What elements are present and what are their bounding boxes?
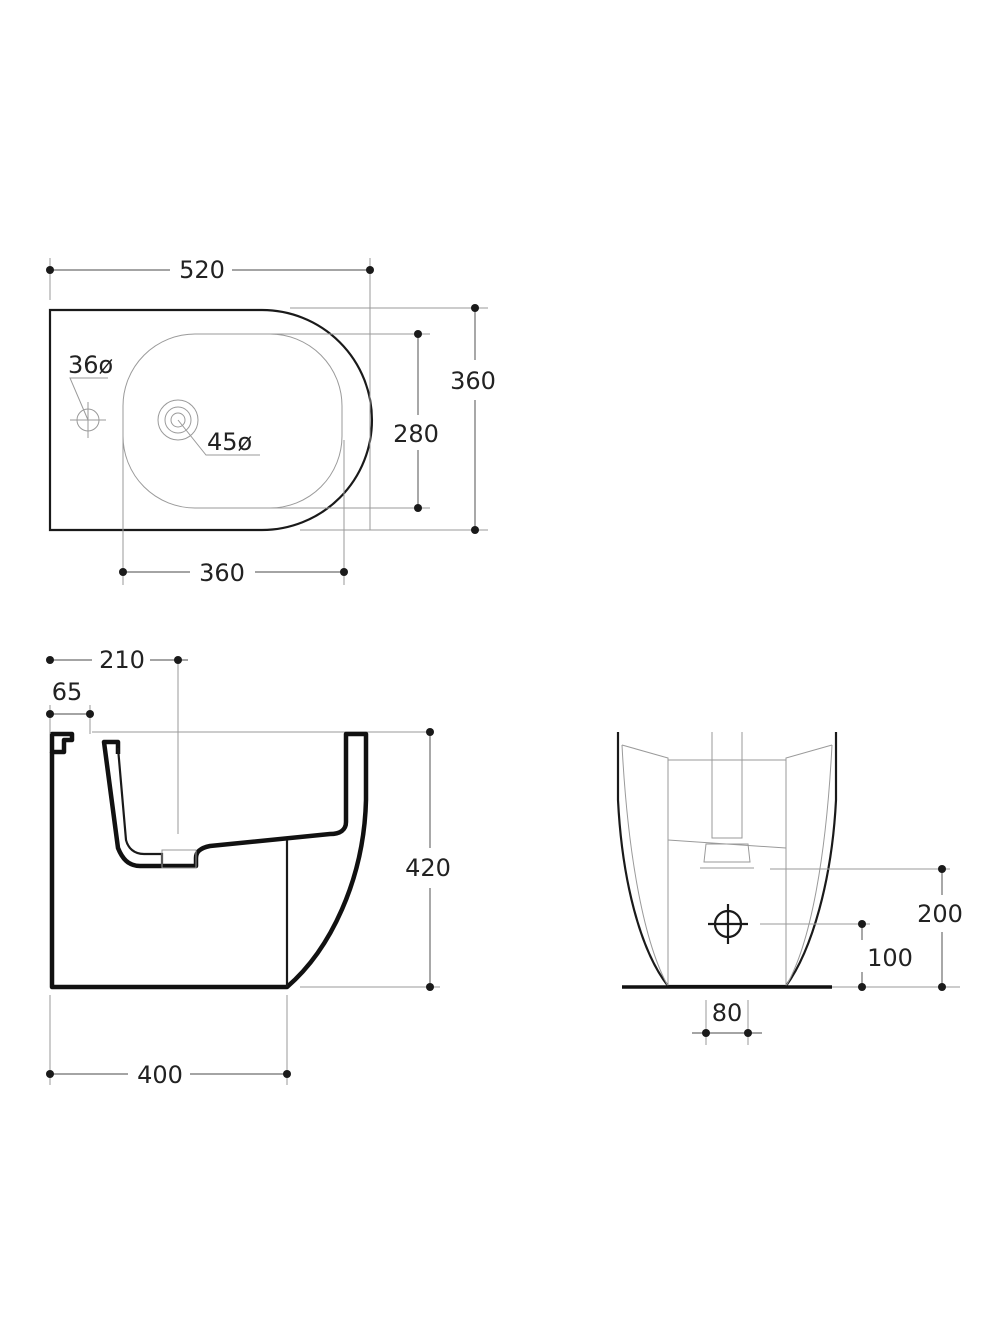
- side-view-inner-wall: [116, 747, 164, 866]
- dimension-height: [300, 728, 440, 991]
- rear-view-waste-outlet: [703, 843, 751, 863]
- rear-view: 200 100 80: [616, 732, 963, 1045]
- dimension-overall-width: [46, 258, 374, 530]
- dimension-label-420: 420: [405, 854, 451, 882]
- drain-hole-icon: [157, 399, 199, 441]
- dimension-bowl-depth: [270, 330, 430, 512]
- top-view-body-outline: [48, 308, 374, 532]
- drain-hole-leader: [177, 419, 260, 456]
- dimension-bowl-width: [119, 430, 348, 585]
- dimension-label-210: 210: [99, 646, 145, 674]
- dimension-label-80: 80: [712, 999, 743, 1027]
- dimension-label-280: 280: [393, 420, 439, 448]
- side-view-rim-block: [49, 731, 75, 755]
- dimension-overall-depth: [290, 304, 488, 534]
- dimension-label-400: 400: [137, 1061, 183, 1089]
- dimension-label-360-width: 360: [199, 559, 245, 587]
- dimension-supply-offset: [692, 1000, 762, 1045]
- rear-view-inner-right: [785, 744, 833, 986]
- rear-view-inner-left-curve: [621, 744, 669, 987]
- dimension-tap-offset: [46, 705, 94, 734]
- tap-hole-label: 36ø: [68, 351, 113, 379]
- dimension-base-length: [46, 995, 291, 1085]
- supply-connection-icon: [708, 904, 748, 944]
- dimension-waste-height: [770, 865, 960, 991]
- top-view-bowl-outline: [122, 333, 343, 509]
- side-view-body: [49, 731, 369, 990]
- dimension-label-65: 65: [52, 678, 83, 706]
- dimension-label-100: 100: [867, 944, 913, 972]
- rear-view-inner-left: [621, 744, 669, 986]
- drain-hole-label: 45ø: [207, 428, 252, 456]
- rear-view-channel: [711, 732, 743, 839]
- dimension-label-200: 200: [917, 900, 963, 928]
- dimension-label-520: 520: [179, 256, 225, 284]
- dimension-supply-height: [760, 920, 870, 991]
- tap-hole-leader: [69, 377, 108, 421]
- side-view: 210 65 420 400: [46, 646, 451, 1089]
- rear-view-outline: [616, 732, 838, 988]
- dimension-drain-offset: [46, 656, 188, 664]
- side-view-drain: [161, 849, 197, 869]
- top-view: 520 360 280 36: [46, 256, 496, 587]
- rear-view-inner-right-curve: [785, 744, 833, 987]
- dimension-label-360-depth: 360: [450, 367, 496, 395]
